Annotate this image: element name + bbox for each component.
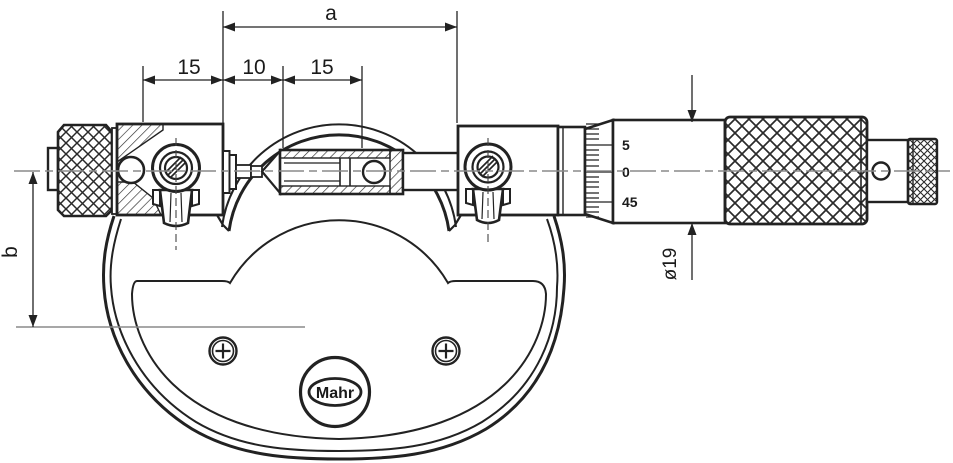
arrowhead [28,172,38,184]
insert-ball [361,159,387,185]
knob-end-cap [46,146,60,192]
dimension-15-left: 15 [143,56,223,85]
dimension-a-label: a [325,2,337,25]
dimension-b: b [0,172,38,327]
frame-inner-parallel-contour [109,218,559,453]
frame-step-left [216,214,230,232]
clamp-lever-left-ear-l [152,189,161,208]
frame-step-right [448,214,462,232]
mahr-logo-ellipse [307,377,363,407]
clamp-lever-right-grip-lines [481,191,495,220]
dimension-diameter-label: ø19 [660,248,681,281]
insert-wall-top [279,149,391,159]
arrowhead [283,75,295,85]
arrowhead [350,75,362,85]
frame-screw-right [431,336,461,366]
dimension-10: 10 [223,56,283,85]
dimension-b-label: b [0,246,22,258]
arrowhead [211,75,223,85]
arrowhead [28,315,38,327]
mahr-logo-text: Mahr [316,385,354,402]
clamp-lever-right-ear-r [502,188,511,207]
measuring-insert-sleeve [278,148,405,196]
thimble-scale-upper: 5 [622,137,630,153]
dimension-15-right-label: 15 [310,56,333,79]
clamp-lever-left-ear-r [191,189,200,208]
tip-washer-2 [228,154,237,190]
clamp-lever-left-grip [158,188,194,228]
arrowhead [445,22,457,32]
arrowhead [223,75,235,85]
arrowhead [687,223,697,235]
left-head-section-hatch-upper [116,123,164,164]
thimble-scale: 5 0 45 [622,137,638,210]
insert-divider [339,158,351,186]
thimble-scale-lower: 45 [622,194,638,210]
knob-knurled-drum [56,123,114,218]
clamp-lever-left-grip-lines [169,192,183,223]
arrowhead [271,75,283,85]
clamp-lever-right [463,138,513,242]
clamp-lever-right-ear-l [465,188,474,207]
insert-bore-lines [284,162,340,182]
dimension-10-label: 10 [242,56,265,79]
arrowhead [143,75,155,85]
thimble-scale-zero: 0 [622,164,630,180]
thimble-scale-ticks [586,123,614,218]
frame-bow [102,123,566,461]
clamp-lever-left [151,138,201,250]
frame-outer-contour [102,215,566,461]
arrowhead [687,110,697,122]
insert-end-cap [389,149,404,195]
arrowhead [223,22,235,32]
dimension-a: a [223,2,457,32]
dimension-15-left-label: 15 [177,56,200,79]
anvil-ball [116,155,146,185]
mahr-logo: Mahr [298,355,372,429]
frame-face-panel [130,219,548,441]
dimension-diameter-19: ø19 [660,75,697,280]
frame-screw-left [208,336,238,366]
insert-wall-bottom [279,185,391,195]
dimension-15-right: 15 [283,56,362,85]
